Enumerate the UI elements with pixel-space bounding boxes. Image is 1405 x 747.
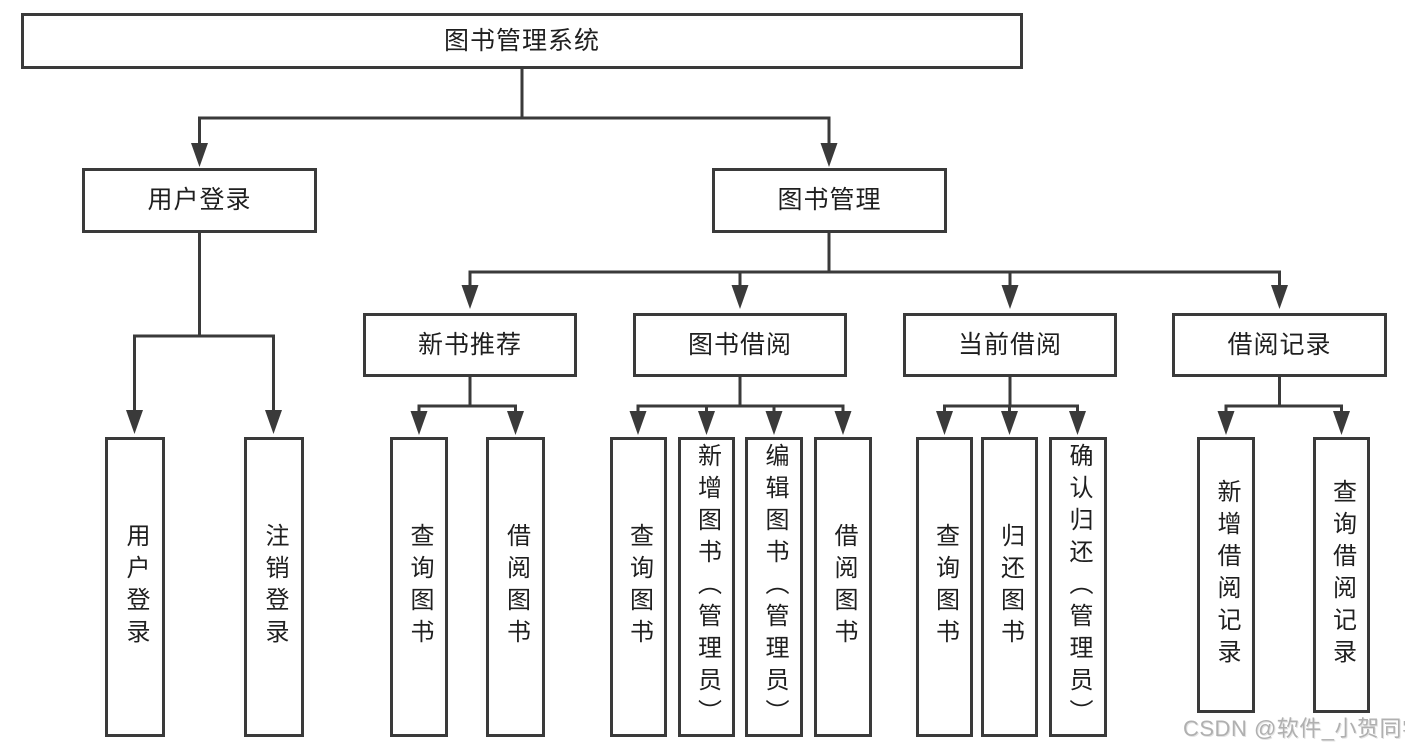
leaf-label: 确认归还（管理员）: [1065, 443, 1092, 731]
leaf-label: 编辑图书（管理员）: [761, 443, 788, 731]
node-book-borrowing: 图书借阅: [633, 313, 847, 377]
leaf-label: 查询借阅记录: [1328, 479, 1356, 671]
node-user-login: 用户登录: [82, 168, 317, 233]
node-label: 图书管理系统: [443, 26, 600, 55]
leaf-confirm-return-admin: 确认归还（管理员）: [1049, 437, 1107, 737]
node-current-borrowing: 当前借阅: [903, 313, 1117, 377]
node-label: 当前借阅: [957, 330, 1062, 359]
leaf-borrow-books: 借阅图书: [814, 437, 872, 737]
leaf-query-books: 查询图书: [916, 437, 973, 737]
leaf-query-books: 查询图书: [390, 437, 448, 737]
node-library-management-system: 图书管理系统: [21, 13, 1023, 69]
node-label: 图书借阅: [687, 330, 792, 359]
node-new-book-recommendation: 新书推荐: [363, 313, 577, 377]
leaf-label: 新增借阅记录: [1213, 479, 1240, 671]
node-borrowing-records: 借阅记录: [1172, 313, 1387, 377]
leaf-label: 查询图书: [406, 523, 433, 651]
leaf-edit-books-admin: 编辑图书（管理员）: [745, 437, 803, 737]
leaf-query-books: 查询图书: [610, 437, 667, 737]
leaf-label: 新增图书（管理员）: [693, 443, 721, 731]
leaf-label: 注销登录: [261, 523, 288, 651]
node-label: 借阅记录: [1227, 330, 1332, 359]
leaf-label: 用户登录: [122, 523, 149, 651]
watermark-text: CSDN @软件_小贺同学: [1183, 716, 1405, 741]
node-label: 新书推荐: [417, 330, 522, 359]
leaf-label: 查询图书: [625, 523, 653, 651]
leaf-borrow-books: 借阅图书: [486, 437, 545, 737]
node-label: 用户登录: [147, 186, 252, 214]
leaf-return-books: 归还图书: [981, 437, 1038, 737]
leaf-label: 查询图书: [931, 523, 959, 651]
leaf-query-borrow-record: 查询借阅记录: [1313, 437, 1370, 713]
leaf-add-borrow-record: 新增借阅记录: [1197, 437, 1255, 713]
leaf-label: 归还图书: [996, 523, 1024, 651]
leaf-add-books-admin: 新增图书（管理员）: [678, 437, 735, 737]
leaf-label: 借阅图书: [502, 523, 530, 651]
node-book-management: 图书管理: [712, 168, 947, 233]
node-label: 图书管理: [777, 186, 882, 214]
leaf-logout: 注销登录: [244, 437, 304, 737]
leaf-label: 借阅图书: [830, 523, 857, 651]
leaf-user-login: 用户登录: [105, 437, 165, 737]
